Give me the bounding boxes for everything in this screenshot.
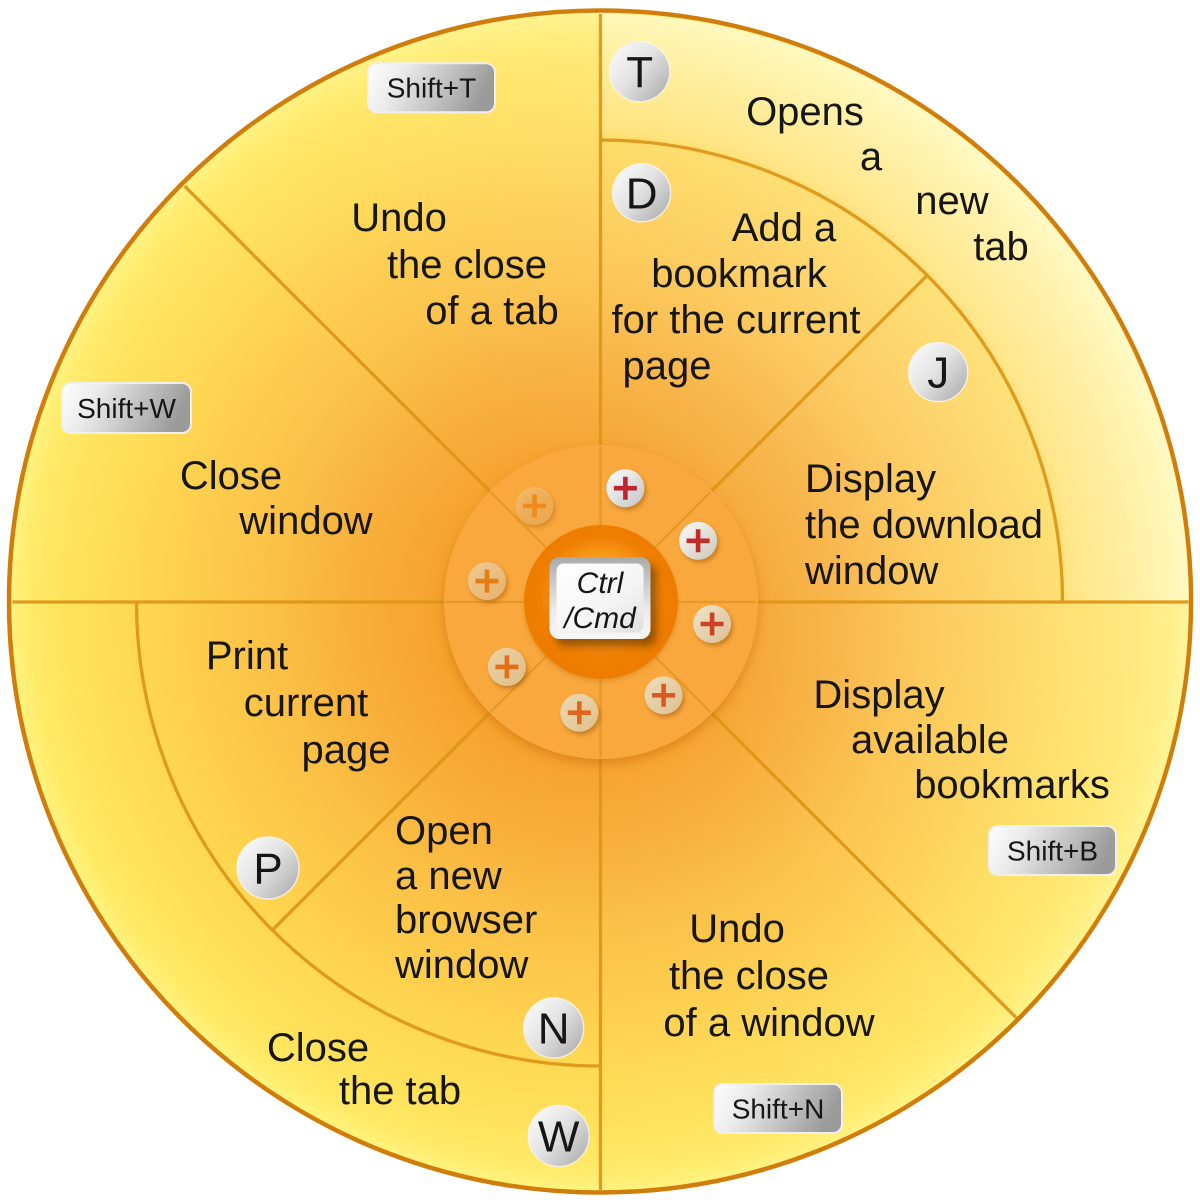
svg-text:N: N	[538, 1005, 570, 1054]
svg-text:J: J	[927, 349, 949, 398]
svg-text:the close: the close	[387, 243, 547, 287]
svg-text:Shift+B: Shift+B	[1007, 836, 1098, 867]
svg-text:Add a: Add a	[732, 206, 837, 250]
svg-text:page: page	[623, 344, 712, 388]
svg-text:bookmark: bookmark	[651, 252, 828, 296]
svg-text:Undo: Undo	[689, 907, 785, 951]
svg-text:Shift+T: Shift+T	[387, 73, 476, 104]
svg-text:browser: browser	[395, 898, 537, 942]
svg-text:current: current	[244, 681, 369, 725]
svg-text:Open: Open	[395, 809, 493, 853]
svg-text:the download: the download	[805, 503, 1043, 547]
svg-text:of a tab: of a tab	[425, 289, 558, 333]
svg-text:/Cmd: /Cmd	[562, 602, 637, 635]
svg-text:for the current: for the current	[611, 298, 860, 342]
svg-text:Opens: Opens	[746, 90, 864, 134]
svg-text:Display: Display	[813, 673, 944, 717]
svg-text:new: new	[915, 179, 988, 223]
svg-text:a new: a new	[395, 854, 502, 898]
svg-text:of a window: of a window	[663, 1001, 874, 1045]
svg-text:page: page	[302, 728, 391, 772]
svg-text:D: D	[626, 169, 658, 218]
svg-text:window: window	[394, 943, 529, 987]
svg-text:bookmarks: bookmarks	[914, 763, 1110, 807]
svg-text:Ctrl: Ctrl	[577, 567, 625, 600]
svg-text:P: P	[253, 845, 282, 894]
svg-text:W: W	[538, 1113, 580, 1162]
svg-text:tab: tab	[973, 225, 1029, 269]
svg-text:window: window	[804, 549, 939, 593]
svg-text:the close: the close	[669, 954, 829, 998]
svg-text:T: T	[626, 48, 653, 97]
svg-text:Shift+N: Shift+N	[732, 1094, 825, 1125]
svg-text:Shift+W: Shift+W	[77, 393, 176, 424]
svg-text:Display: Display	[805, 457, 936, 501]
svg-text:Print: Print	[206, 634, 288, 678]
svg-text:window: window	[238, 499, 373, 543]
svg-text:available: available	[851, 718, 1009, 762]
svg-text:Close: Close	[267, 1026, 369, 1070]
svg-text:the tab: the tab	[339, 1069, 461, 1113]
svg-text:a: a	[860, 135, 883, 179]
svg-text:Close: Close	[180, 454, 282, 498]
svg-text:Undo: Undo	[351, 196, 447, 240]
